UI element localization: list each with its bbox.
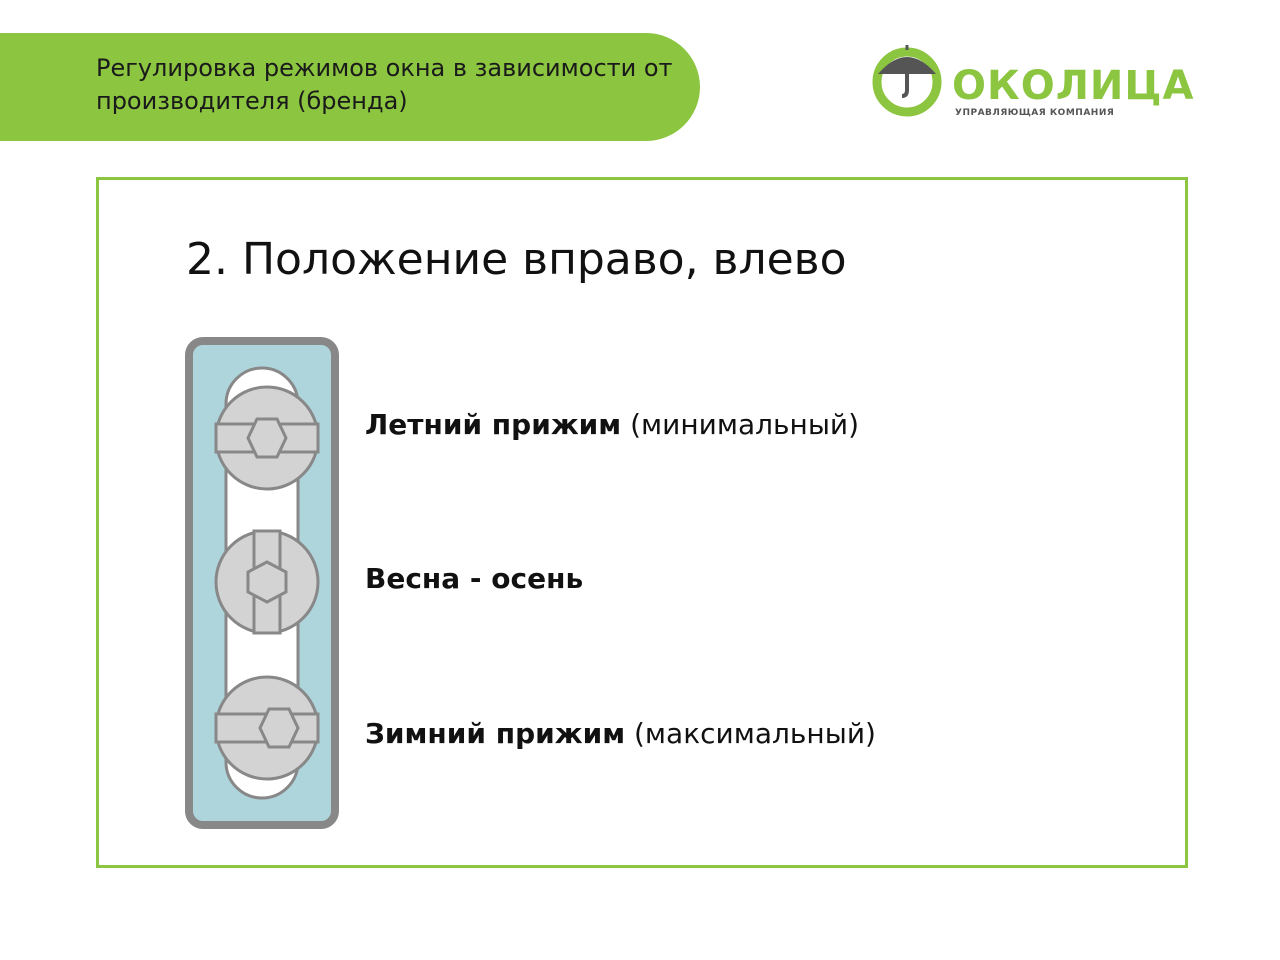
mode-note: (минимальный) xyxy=(621,408,860,441)
mode-label-summer: Летний прижим (минимальный) xyxy=(365,408,859,442)
mode-name: Зимний прижим xyxy=(365,717,626,750)
slide-heading: 2. Положение вправо, влево xyxy=(186,234,847,285)
eccentric-spring-autumn xyxy=(214,529,320,635)
company-logo: ОКОЛИЦА УПРАВЛЯЮЩАЯ КОМПАНИЯ xyxy=(872,44,1193,122)
eccentric-summer xyxy=(214,385,320,491)
logo-name: ОКОЛИЦА xyxy=(952,63,1195,109)
page-title: Регулировка режимов окна в зависимости о… xyxy=(96,54,673,115)
window-hardware-diagram xyxy=(185,337,339,829)
header-banner: Регулировка режимов окна в зависимости о… xyxy=(0,33,700,141)
mode-label-spring-autumn: Весна - осень xyxy=(365,562,583,596)
mode-name: Весна - осень xyxy=(365,562,584,595)
content-frame xyxy=(96,177,1188,868)
mode-note: (максимальный) xyxy=(625,717,876,750)
umbrella-icon xyxy=(872,45,942,117)
mode-label-winter: Зимний прижим (максимальный) xyxy=(365,717,876,751)
logo-wordmark: ОКОЛИЦА xyxy=(952,64,1194,108)
eccentric-winter xyxy=(214,675,320,781)
logo-subtitle: УПРАВЛЯЮЩАЯ КОМПАНИЯ xyxy=(955,108,1115,118)
mode-name: Летний прижим xyxy=(365,408,622,441)
